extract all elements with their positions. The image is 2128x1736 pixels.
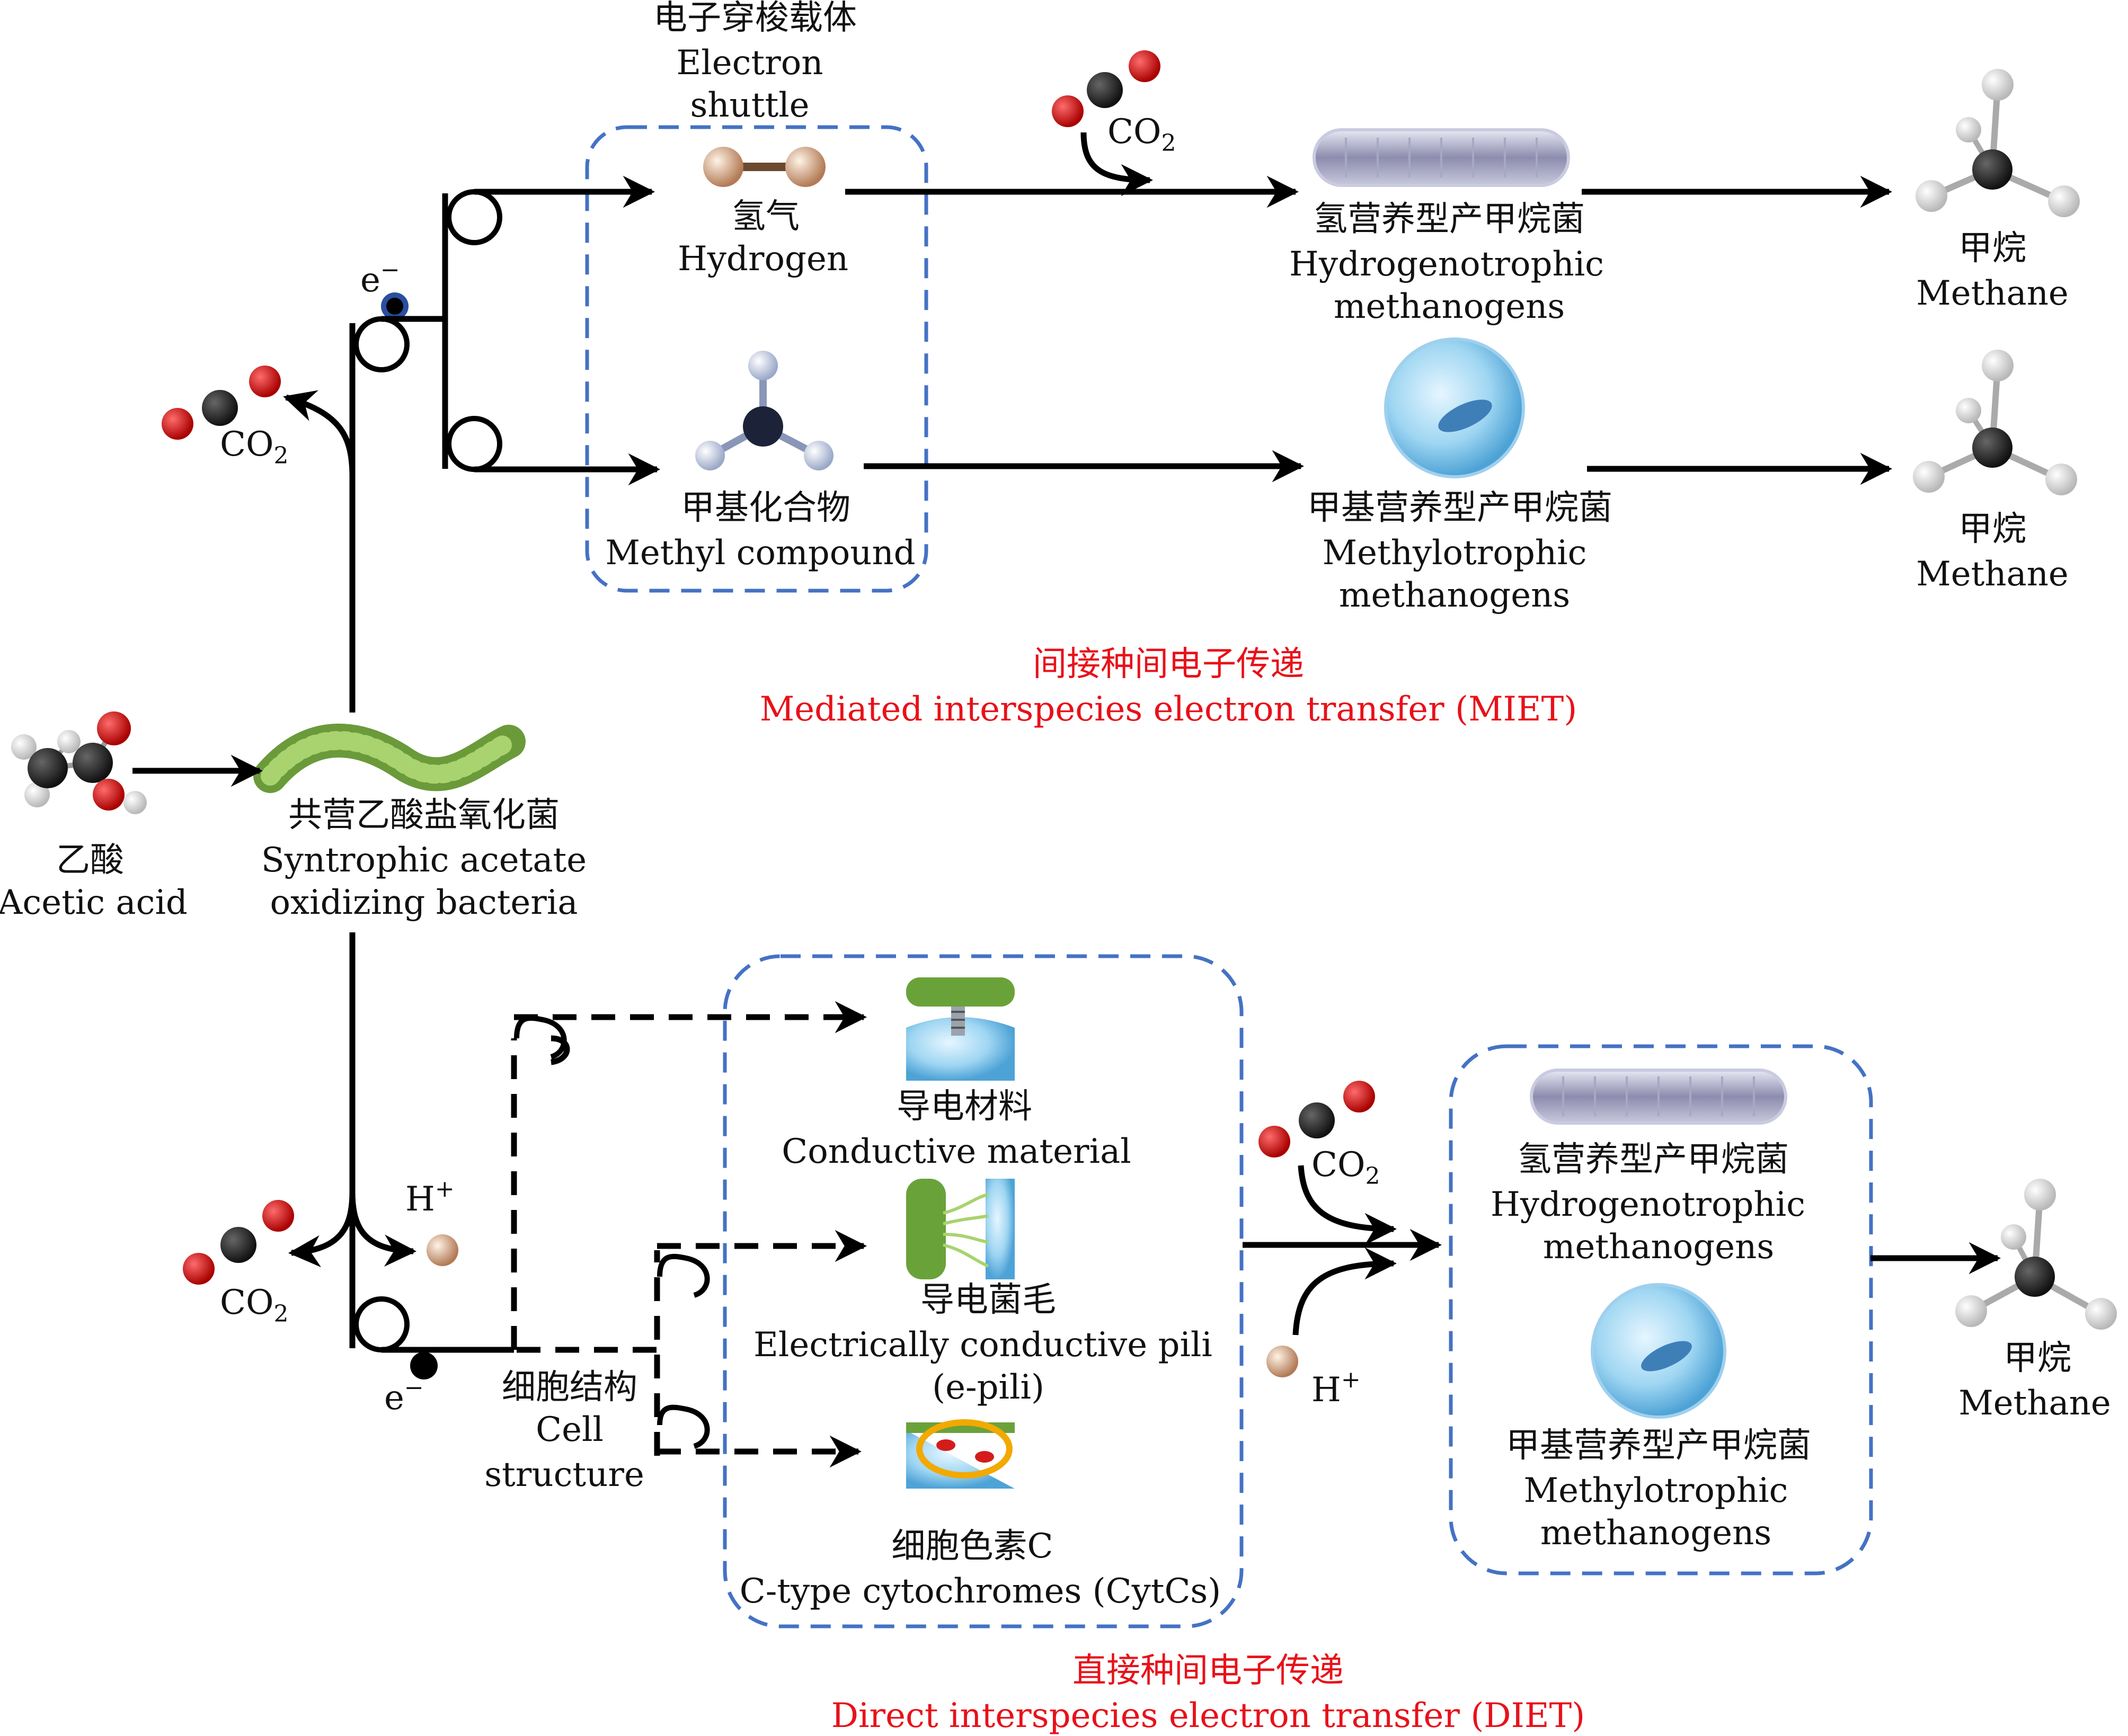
methylotrophic-methanogen-icon bbox=[1591, 1283, 1726, 1419]
methane-molecule-icon bbox=[1955, 1179, 2117, 1330]
methyl-compound-label-en: Methyl compound bbox=[605, 533, 915, 573]
electron-icon bbox=[381, 292, 409, 320]
co2-molecule-icon bbox=[162, 366, 281, 440]
electron-shuttle-box bbox=[585, 125, 928, 593]
diet-loops bbox=[514, 1015, 710, 1449]
methane-label-zh: 甲烷 bbox=[1958, 229, 2026, 268]
methylotrophic-label-en-2: methanogens bbox=[1339, 576, 1570, 615]
diet-methanogen-box bbox=[1449, 1044, 1873, 1575]
diet-methylotrophic-label-en-2: methanogens bbox=[1540, 1514, 1771, 1553]
hydrogenotrophic-methanogen-icon bbox=[1530, 1069, 1787, 1125]
acetic-acid-molecule-icon bbox=[11, 711, 147, 814]
methane-molecule-icon bbox=[1916, 69, 2080, 217]
cell-structure-label-en-2: structure bbox=[484, 1455, 644, 1494]
cytochrome-icon bbox=[906, 1419, 1015, 1489]
hydrogen-molecule-icon bbox=[703, 147, 826, 187]
shuttle-label-en-2: shuttle bbox=[690, 86, 809, 125]
hydrogenotrophic-label-en-1: Hydrogenotrophic bbox=[1289, 245, 1604, 284]
co2-molecule-icon bbox=[183, 1200, 294, 1285]
diet-methane-label-en: Methane bbox=[1958, 1384, 2111, 1423]
diet-mechanism-box bbox=[723, 954, 1244, 1628]
sao-bacteria-label-en-1: Syntrophic acetate bbox=[261, 841, 587, 880]
hydrogen-label-en: Hydrogen bbox=[678, 239, 848, 279]
sao-bacteria-label-en-2: oxidizing bacteria bbox=[270, 883, 578, 922]
electron-label: e− bbox=[384, 1374, 424, 1418]
hydrogenotrophic-label-en-2: methanogens bbox=[1334, 287, 1565, 326]
cytochromes-label-zh: 细胞色素C bbox=[892, 1527, 1053, 1566]
hydrogen-label-zh: 氢气 bbox=[732, 197, 800, 236]
proton-icon bbox=[1266, 1346, 1298, 1377]
miet-title-en: Mediated interspecies electron transfer … bbox=[760, 690, 1577, 729]
conductive-material-label-en: Conductive material bbox=[782, 1132, 1131, 1171]
pili-icon bbox=[906, 1179, 1015, 1279]
proton-label: H+ bbox=[405, 1176, 455, 1219]
diet-dashed-arrows bbox=[511, 1001, 867, 1468]
co2-label: CO2 bbox=[1311, 1145, 1380, 1190]
electron-label: e− bbox=[360, 256, 400, 300]
hydrogenotrophic-methanogen-icon bbox=[1313, 128, 1570, 187]
methylotrophic-methanogen-icon bbox=[1384, 337, 1525, 478]
hydrogenotrophic-label-zh: 氢营养型产甲烷菌 bbox=[1314, 200, 1585, 239]
cell-structure-label-zh: 细胞结构 bbox=[502, 1368, 637, 1407]
diet-hydrogenotrophic-label-en-1: Hydrogenotrophic bbox=[1491, 1185, 1805, 1224]
miet-title-zh: 间接种间电子传递 bbox=[1033, 645, 1304, 684]
methane-label-en: Methane bbox=[1916, 555, 2069, 594]
pathway-arrows bbox=[132, 132, 2001, 1353]
co2-label: CO2 bbox=[220, 1283, 288, 1328]
methane-label-zh: 甲烷 bbox=[1958, 510, 2026, 549]
diet-title-en: Direct interspecies electron transfer (D… bbox=[831, 1696, 1585, 1735]
methyl-compound-molecule-icon bbox=[695, 351, 834, 470]
pili-label-en-2: (e-pili) bbox=[932, 1368, 1044, 1407]
methylotrophic-label-en-1: Methylotrophic bbox=[1323, 533, 1587, 573]
conductive-material-icon bbox=[906, 977, 1015, 1081]
shuttle-label-en-1: Electron bbox=[677, 43, 823, 83]
co2-molecule-icon bbox=[1258, 1081, 1375, 1158]
methylotrophic-label-zh: 甲基营养型产甲烷菌 bbox=[1307, 488, 1612, 528]
methane-molecule-icon bbox=[1913, 350, 2077, 495]
acetic-acid-label-en: Acetic acid bbox=[0, 883, 188, 922]
methyl-compound-label-zh: 甲基化合物 bbox=[681, 488, 850, 528]
diet-hydrogenotrophic-label-en-2: methanogens bbox=[1543, 1227, 1774, 1267]
electron-icon bbox=[410, 1352, 438, 1379]
diet-methane-label-zh: 甲烷 bbox=[2003, 1339, 2071, 1378]
sao-bacteria-label-zh: 共营乙酸盐氧化菌 bbox=[288, 796, 560, 835]
proton-icon bbox=[427, 1234, 458, 1266]
cell-structure-label-en-1: Cell bbox=[536, 1410, 604, 1449]
diet-methylotrophic-label-en-1: Methylotrophic bbox=[1524, 1471, 1788, 1510]
syntrophic-bacterium-icon bbox=[253, 724, 526, 793]
diet-hydrogenotrophic-label-zh: 氢营养型产甲烷菌 bbox=[1518, 1140, 1789, 1179]
diet-methylotrophic-label-zh: 甲基营养型产甲烷菌 bbox=[1506, 1426, 1811, 1465]
pili-label-en-1: Electrically conductive pili bbox=[753, 1325, 1212, 1365]
co2-label: CO2 bbox=[220, 425, 288, 469]
co2-molecule-icon bbox=[1052, 50, 1160, 127]
acetic-acid-label-zh: 乙酸 bbox=[56, 841, 124, 880]
conductive-material-label-zh: 导电材料 bbox=[897, 1087, 1032, 1126]
cytochromes-label-en: C-type cytochromes (CytCs) bbox=[740, 1572, 1221, 1611]
diet-title-zh: 直接种间电子传递 bbox=[1072, 1651, 1344, 1690]
pili-label-zh: 导电菌毛 bbox=[920, 1280, 1056, 1320]
shuttle-label-zh: 电子穿梭载体 bbox=[653, 0, 857, 38]
proton-label: H+ bbox=[1311, 1366, 1361, 1410]
methane-label-en: Methane bbox=[1916, 274, 2069, 313]
co2-label: CO2 bbox=[1107, 112, 1176, 157]
